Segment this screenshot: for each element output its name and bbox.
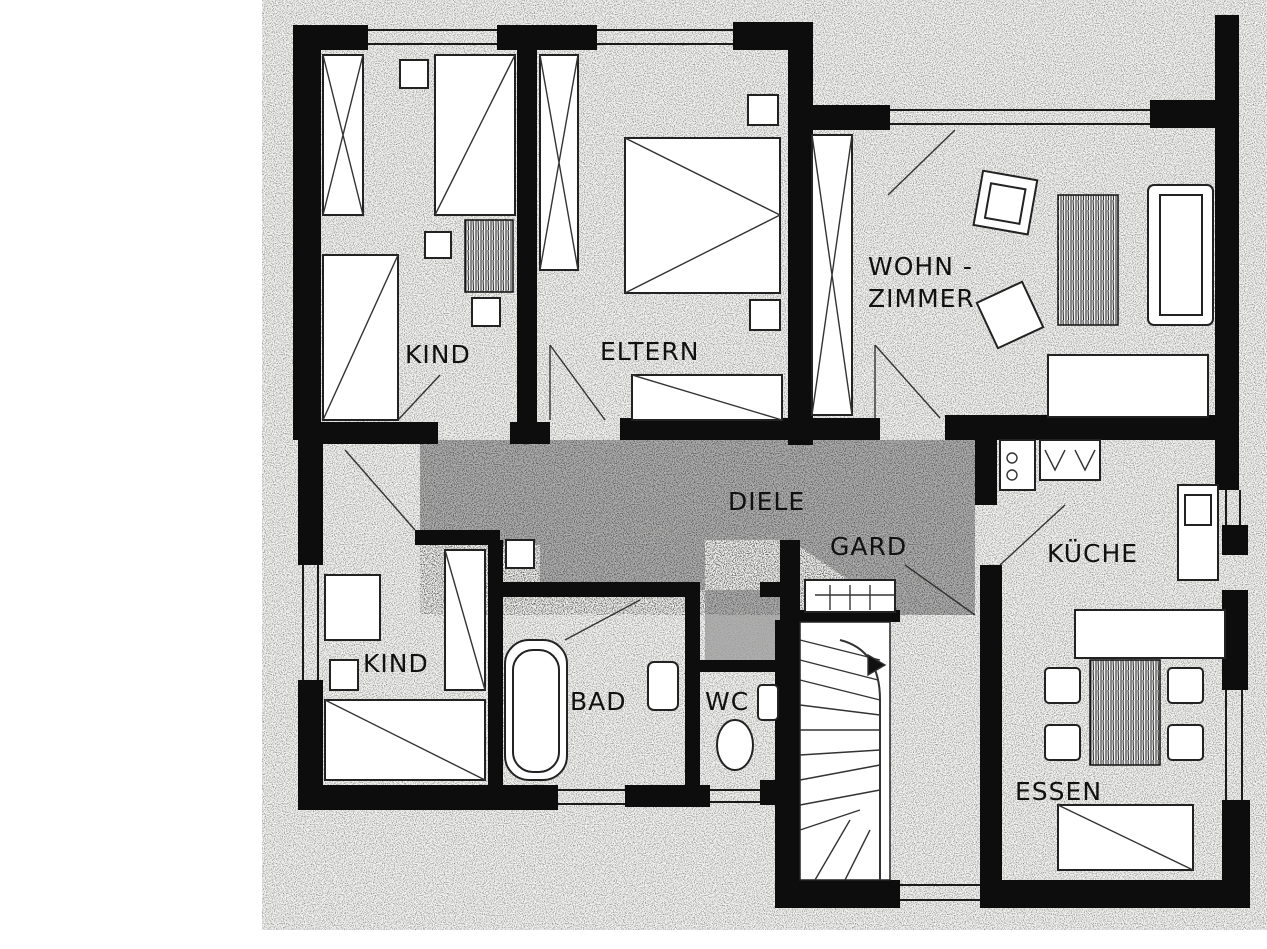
furniture	[322, 54, 1226, 881]
room-label-diele: DIELE	[728, 487, 805, 516]
room-labels: KIND ELTERN WOHN - ZIMMER DIELE GARD KÜC…	[363, 252, 1138, 806]
room-label-kind-top: KIND	[405, 340, 471, 369]
room-label-bad: BAD	[570, 687, 627, 716]
walls	[293, 15, 1250, 908]
room-label-kind-bottom: KIND	[363, 649, 429, 678]
staircase	[799, 621, 891, 881]
room-label-gard: GARD	[830, 532, 907, 561]
room-label-eltern: ELTERN	[600, 337, 699, 366]
room-label-kueche: KÜCHE	[1047, 539, 1138, 568]
room-label-wohnzimmer-line2: ZIMMER	[868, 284, 975, 313]
windows	[302, 29, 1243, 901]
room-label-wc: WC	[705, 687, 749, 716]
room-label-wohnzimmer-line1: WOHN -	[868, 252, 973, 281]
room-label-essen: ESSEN	[1015, 777, 1102, 806]
